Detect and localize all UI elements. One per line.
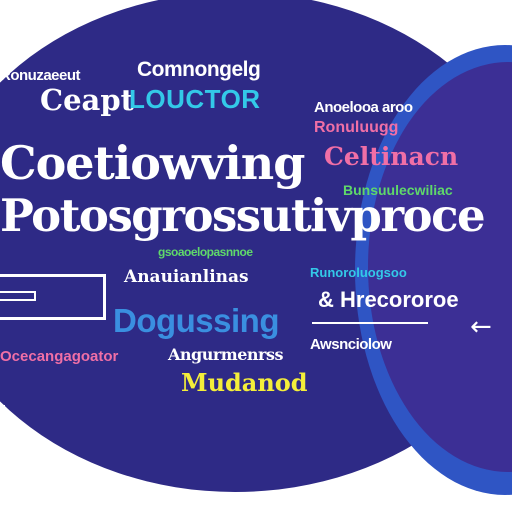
word-ronuzaeeut: Ronuzaeeut: [0, 67, 81, 84]
word-potosgrossutivproce: Potosgrossutivproce: [0, 189, 486, 242]
word-gsoaoelopasnnoe: gsoaoelopasnnoe: [158, 245, 253, 259]
word-ronuluugg: Ronuluugg: [314, 119, 399, 136]
word-bunsuulecwiliac: Bunsuulecwiliac: [343, 182, 453, 198]
word-celtinacn: Celtinacn: [324, 142, 459, 171]
word-hrecororoe: & Hrecororoe: [318, 287, 459, 312]
arrow-left-icon: ←: [470, 312, 492, 342]
word-anoelooa: Anoelooa aroo: [314, 99, 413, 116]
word-louctor: LOUCTOR: [129, 84, 261, 114]
word-awsnciolow: Awsnciolow: [310, 336, 392, 353]
word-runoroluogsoo: Runoroluogsoo: [310, 265, 407, 280]
word-dogussing: Dogussing: [113, 302, 280, 339]
outline-bar: [0, 291, 36, 301]
word-ceapt: Ceapt: [40, 83, 134, 117]
divider-line: [312, 322, 428, 324]
outline-box: [0, 274, 106, 320]
word-ocecangagoator: Ocecangagoator: [0, 348, 119, 365]
word-coetiowving: Coetiowving: [0, 136, 305, 190]
word-angurmenrss: Angurmenrss: [168, 345, 283, 364]
word-anauianlinas: Anauianlinas: [124, 267, 249, 287]
word-mudanod: Mudanod: [181, 368, 308, 397]
word-comnongelg: Comnongelg: [137, 58, 261, 81]
decorative-mark: [2, 405, 5, 413]
